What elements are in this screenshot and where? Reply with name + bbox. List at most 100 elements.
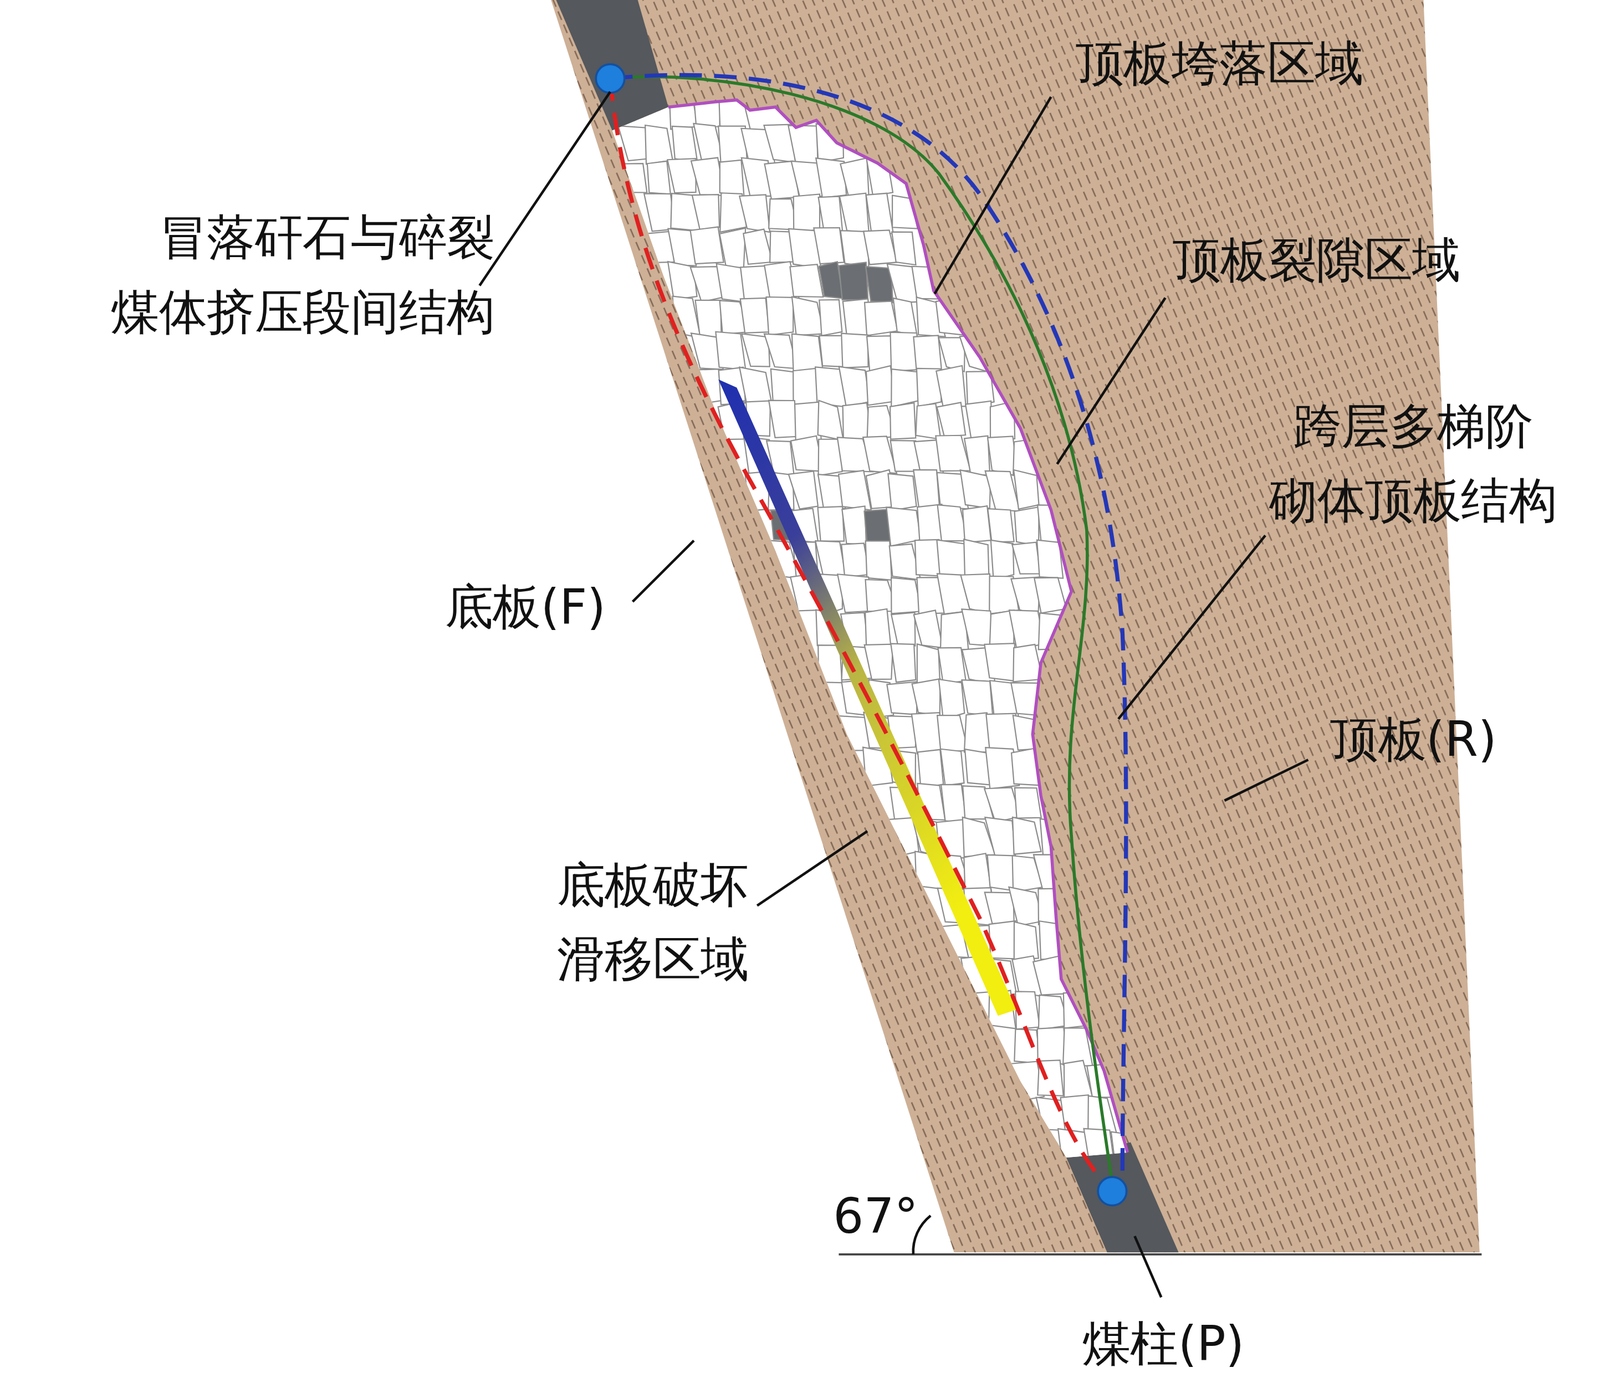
rubble-block <box>841 333 868 368</box>
rubble-block <box>1013 469 1039 510</box>
rubble-block <box>960 574 992 615</box>
rubble-block <box>645 125 673 165</box>
rubble-block <box>890 402 916 439</box>
rubble-block <box>818 506 845 542</box>
rubble-block <box>672 126 698 163</box>
floor-failure-boundary <box>610 78 1113 1192</box>
rubble-block <box>891 232 916 265</box>
rubble-block <box>1014 507 1040 546</box>
rubble-block <box>818 196 843 232</box>
rubble-block <box>789 264 823 298</box>
rubble-block <box>917 643 940 683</box>
fracture-boundary <box>610 77 1113 1184</box>
region-label: 顶板裂隙区域 <box>1172 222 1461 298</box>
rubble-block <box>1011 542 1041 575</box>
rubble-block <box>794 402 822 443</box>
rubble-block <box>1034 577 1067 613</box>
rubble-block <box>839 262 868 301</box>
region-label: 顶板垮落区域 <box>1075 26 1364 101</box>
rubble-block <box>984 643 1016 682</box>
rubble-block <box>963 539 989 579</box>
rubble-block <box>961 609 994 647</box>
rubble-block <box>917 749 944 789</box>
structure-label: 冒落矸石与碎裂 煤体挤压段间结构 <box>91 201 495 350</box>
rubble-block <box>988 921 1016 959</box>
rubble-block <box>940 749 965 786</box>
rubble-block <box>1014 788 1042 819</box>
rubble-block <box>788 125 818 165</box>
rubble-block <box>1014 922 1039 960</box>
rock-strata <box>550 0 1480 1253</box>
rubble-block <box>984 892 1015 925</box>
structure-label: 跨层多梯阶 砌体顶板结构 <box>1259 389 1567 539</box>
rubble-block <box>739 367 771 406</box>
stratum-label: 顶板(R) <box>1330 702 1497 777</box>
rubble-block <box>791 334 823 372</box>
rubble-block <box>990 540 1014 580</box>
hinge-point <box>1097 1177 1127 1206</box>
rubble-block <box>864 644 894 681</box>
coal-pillar-top <box>555 0 669 131</box>
rubble-block <box>887 473 917 511</box>
hinge-point <box>595 64 625 94</box>
rubble-block <box>891 612 915 646</box>
rubble-block <box>692 194 720 230</box>
rubble-block <box>1060 1095 1092 1134</box>
rubble-block <box>788 471 819 509</box>
pillar-label: 煤柱(P) <box>1082 1307 1245 1382</box>
rubble-block <box>962 505 991 543</box>
rubble-block <box>1038 888 1064 925</box>
rubble-block <box>818 400 844 441</box>
rubble-block <box>891 369 918 407</box>
ground-line <box>838 1253 1482 1256</box>
rubble-block <box>937 647 966 684</box>
rubble-block <box>866 365 896 406</box>
rubble-block <box>890 643 916 683</box>
rubble-block <box>819 299 842 336</box>
rubble-block <box>690 227 724 264</box>
rubble-block <box>1033 956 1069 995</box>
region-label: 底板破坏 滑移区域 <box>544 848 761 998</box>
rubble-block <box>647 161 671 195</box>
rubble-block <box>739 194 770 233</box>
rubble-block <box>692 369 722 405</box>
masonry-boundary <box>610 74 1127 1184</box>
rubble-block <box>1039 921 1069 960</box>
rubble-block <box>987 508 1014 543</box>
caving-boundary <box>668 99 1128 1153</box>
rubble-block <box>768 400 798 438</box>
rubble-block <box>865 540 892 580</box>
rubble-block <box>1040 819 1067 857</box>
rubble-block <box>984 817 1016 858</box>
goaf-area <box>612 99 1128 1158</box>
rubble-block <box>839 193 869 234</box>
rubble-block <box>990 401 1015 442</box>
rubble-block <box>693 90 721 129</box>
rubble-block <box>936 365 966 407</box>
rubble-block <box>864 301 898 336</box>
rubble-block <box>840 157 869 197</box>
rubble-block <box>866 193 894 234</box>
rubble-block <box>912 678 941 717</box>
stratum-label: 底板(F) <box>445 569 606 644</box>
rubble-block <box>718 88 751 130</box>
angle-label: 67° <box>832 1179 918 1255</box>
rubble-block <box>743 229 773 265</box>
rubble <box>617 88 1141 1170</box>
rubble-block <box>937 402 966 437</box>
rubble-block <box>913 610 943 648</box>
rubble-block <box>913 335 942 370</box>
rubble-block <box>766 297 794 336</box>
rubble-block <box>1038 612 1066 650</box>
rubble-block <box>841 505 867 545</box>
rubble-block <box>893 298 918 336</box>
rubble-block <box>1012 817 1042 855</box>
rubble-block <box>964 436 990 476</box>
rubble-block <box>715 331 746 371</box>
rubble-block <box>865 609 892 649</box>
rubble-block <box>813 227 844 264</box>
rubble-block <box>839 366 871 408</box>
rubble-block <box>719 228 746 268</box>
